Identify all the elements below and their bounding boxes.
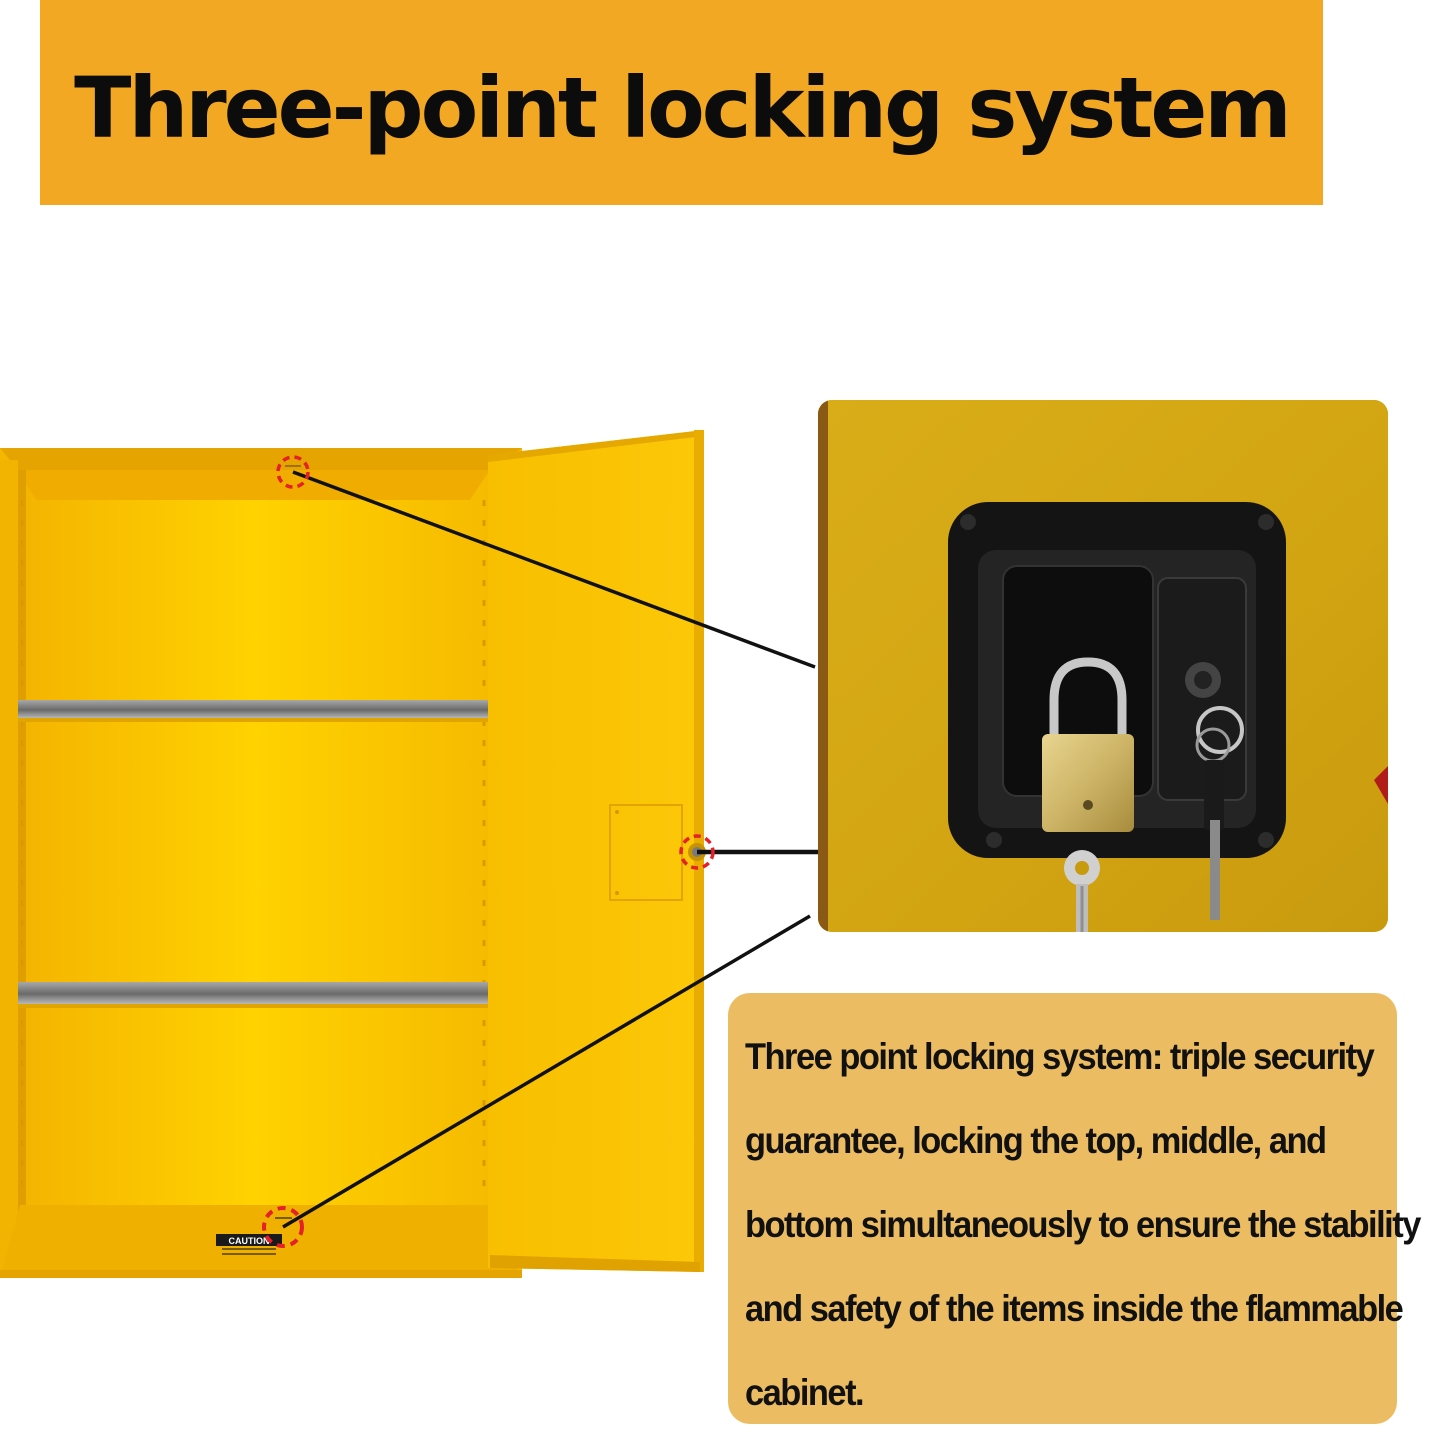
page-title: Three-point locking system [74, 58, 1292, 157]
svg-text:CAUTION: CAUTION [229, 1236, 270, 1246]
shelf-top [18, 700, 490, 722]
description-line-3: bottom simultaneously to ensure the stab… [745, 1204, 1421, 1245]
cabinet-body [0, 448, 522, 1278]
lock-marker-top [276, 455, 310, 489]
description-callout: Three point locking system: triple secur… [728, 993, 1421, 1424]
lock-marker-bottom [262, 1206, 304, 1248]
description-line-2: guarantee, locking the top, middle, and [745, 1120, 1327, 1161]
description-line-4: and safety of the items inside the flamm… [745, 1288, 1404, 1329]
lock-marker-middle [679, 834, 715, 870]
title-banner: Three-point locking system [40, 0, 1323, 205]
description-line-5: cabinet. [745, 1372, 865, 1413]
key-icon [1195, 706, 1244, 920]
shelf-bottom [18, 982, 490, 1008]
lock-closeup-photo [818, 400, 1388, 932]
padlock-icon [1042, 657, 1134, 932]
description-line-1: Three point locking system: triple secur… [745, 1036, 1375, 1077]
